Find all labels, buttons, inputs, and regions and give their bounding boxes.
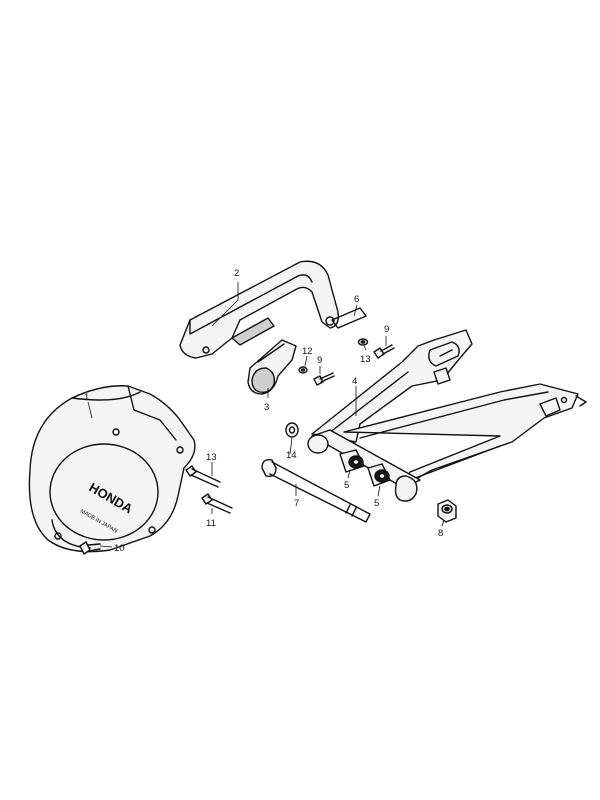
callout-p9b: 9: [384, 324, 389, 335]
washer-lower: [357, 338, 369, 346]
leader-lines: [87, 282, 445, 548]
callout-p12: 13: [206, 452, 217, 463]
callout-p9a: 9: [317, 355, 322, 366]
cover-screw-short: [79, 541, 101, 555]
callout-p2: 2: [234, 268, 239, 279]
chain-guard: [179, 260, 340, 359]
thrust-washer: [285, 422, 299, 438]
bolt-lower: [373, 344, 395, 359]
callout-p13a: 12: [302, 346, 313, 357]
cover-screw-long-upper: [185, 465, 221, 488]
callout-p1: 1: [84, 392, 89, 403]
callout-p14: 14: [286, 450, 297, 461]
washer-upper: [298, 366, 308, 374]
callout-p6: 6: [354, 294, 359, 305]
bushing-upper: [339, 449, 365, 473]
callout-p7: 7: [294, 498, 299, 509]
decal-plate: [331, 307, 367, 329]
bushing-lower: [367, 463, 391, 487]
cover-screw-long-lower: [201, 493, 233, 514]
callout-p5a: 5: [344, 480, 349, 491]
callout-p4: 4: [352, 376, 357, 387]
bolt-upper: [313, 372, 335, 386]
callout-p3: 3: [264, 402, 269, 413]
callout-labels: 2 6 3 12 9 9 13 4 14 7 5 5 8 1 10 11 13: [84, 268, 443, 554]
callout-p13b: 13: [360, 354, 371, 365]
callout-p8: 8: [438, 528, 443, 539]
callout-p5b: 5: [374, 498, 379, 509]
crankcase-cover: HONDA MADE IN JAPAN: [28, 385, 196, 553]
swingarm: [307, 329, 587, 502]
callout-p10: 10: [114, 543, 125, 554]
pivot-bolt: [261, 458, 371, 523]
nut: [437, 499, 457, 523]
callout-p11: 11: [206, 518, 216, 529]
chain-slider: [247, 339, 297, 395]
